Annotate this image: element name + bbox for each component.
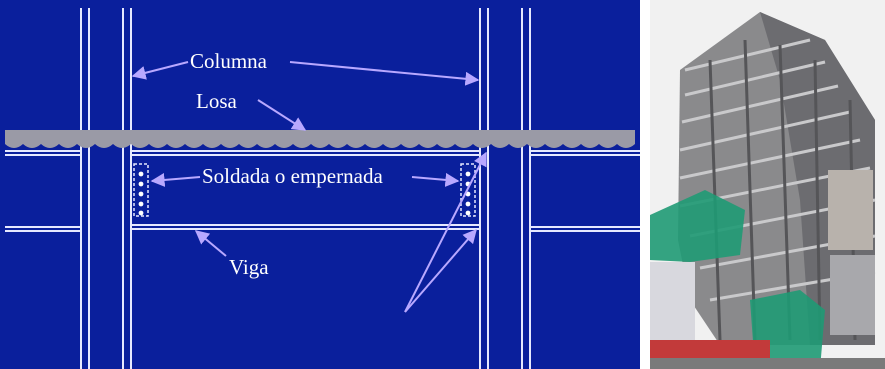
column-arrow-left [131,61,189,80]
diagonal-arrow-1 [404,151,487,313]
connection-arrow-right [411,172,460,187]
hoarding [650,340,770,358]
label-soldada-o-empernada: Soldada o empernada [202,164,383,188]
safety-net-upper [650,190,745,262]
beam-lines [5,150,640,232]
column-arrow-right [289,61,480,86]
diagram-background [0,0,640,369]
label-columna: Columna [190,49,268,73]
building-under-construction-photo [650,0,885,369]
pointer-arrows [131,61,487,313]
slab [5,130,635,148]
label-viga: Viga [229,255,269,279]
beam-column-connection-diagram: Columna Losa Soldada o empernada Viga [0,0,640,369]
facade-panels [828,170,873,250]
ground [650,358,885,369]
connection-arrow-left [150,172,201,187]
slab-arrow [257,99,307,131]
beam-arrow [194,230,227,257]
connection-plate-left [133,163,149,217]
diagonal-arrow-2 [404,228,477,313]
label-losa: Losa [196,89,238,113]
columns [80,8,531,369]
